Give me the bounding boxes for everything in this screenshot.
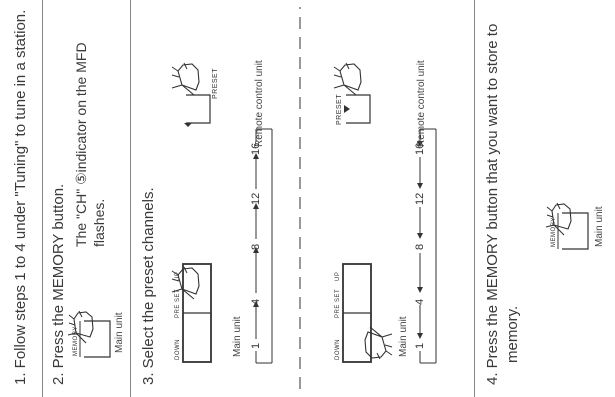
remote-control-unit-label-upper: Remote control unit xyxy=(254,60,265,147)
remote-preset-button-lower xyxy=(344,94,371,124)
remote-preset-button-upper xyxy=(184,94,211,127)
hand-pointer-icon xyxy=(364,326,393,360)
ch-indicator-note-line-2: flashes. xyxy=(91,198,107,247)
divider xyxy=(130,0,131,397)
preset-remote-label-lower: PRESET xyxy=(336,93,343,125)
step-1-text: 1. Follow steps 1 to 4 under "Tuning" to… xyxy=(12,9,29,385)
down-label: DOWN xyxy=(335,339,341,360)
preset-panel-label: PRE SET xyxy=(335,288,341,318)
step-1: 1. Follow steps 1 to 4 under "Tuning" to… xyxy=(0,0,40,397)
main-unit-label-upper: Main unit xyxy=(232,316,243,357)
main-unit-label: Main unit xyxy=(114,312,125,353)
sequence-arrows-upper xyxy=(253,128,273,364)
remote-control-unit-label-lower: Remote control unit xyxy=(416,60,427,147)
divider xyxy=(474,0,475,397)
step-4-text-line-1: 4. Press the MEMORY button that you want… xyxy=(484,23,501,385)
step-4-text-line-2: memory. xyxy=(504,305,521,363)
up-label: UP xyxy=(335,271,341,281)
sequence-arrows-lower xyxy=(417,128,437,364)
preset-panel-lower xyxy=(342,263,372,363)
preset-remote-label-upper: PRESET xyxy=(212,67,219,99)
hand-pointer-icon xyxy=(545,202,572,236)
hand-pointer-icon xyxy=(171,266,200,300)
preset-panel-upper xyxy=(182,263,212,363)
ch-indicator-note-line-1: The "CH" ⑤indicator on the MFD xyxy=(73,42,89,247)
hand-pointer-icon xyxy=(333,62,362,96)
memory-button xyxy=(557,212,589,250)
step-3: 3. Select the preset channels. DOWN PRE … xyxy=(132,0,474,397)
hand-pointer-icon xyxy=(67,310,94,344)
step-3-text: 3. Select the preset channels. xyxy=(140,187,157,385)
divider xyxy=(42,0,43,397)
hand-pointer-icon xyxy=(171,62,200,96)
memory-button xyxy=(79,320,111,358)
main-unit-label: Main unit xyxy=(594,206,605,247)
dashed-divider xyxy=(299,7,301,389)
step-4: 4. Press the MEMORY button that you want… xyxy=(476,0,615,397)
step-2-text: 2. Press the MEMORY button. xyxy=(50,183,67,385)
down-label: DOWN xyxy=(175,339,181,360)
step-2: 2. Press the MEMORY button. MEMORY Main … xyxy=(44,0,125,397)
